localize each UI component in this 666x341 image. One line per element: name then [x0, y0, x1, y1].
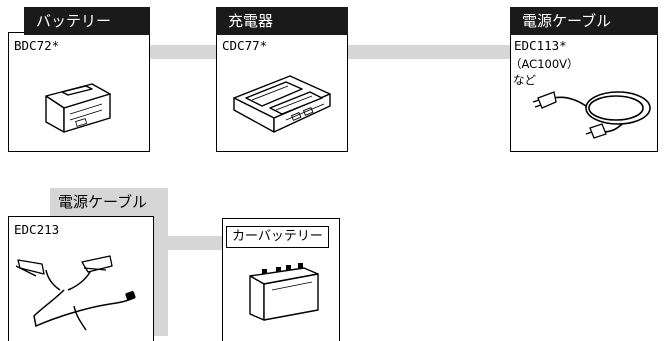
car-battery-image [249, 263, 319, 321]
power-cable-header: 電源ケーブル [510, 7, 658, 35]
charger-header-label: 充電器 [228, 12, 274, 30]
power-cable-model: EDC113* [514, 38, 567, 53]
car-cable-header-label: 電源ケーブル [58, 193, 148, 211]
battery-model: BDC72* [14, 38, 60, 53]
car-cable-model: EDC213 [14, 222, 60, 237]
power-cable-note-etc: など [513, 73, 536, 87]
power-cable-image [532, 91, 651, 139]
car-cable-header-extension [152, 188, 168, 336]
car-cable-header: 電源ケーブル [50, 188, 168, 216]
battery-header: バッテリー [24, 7, 150, 35]
power-cable-header-label: 電源ケーブル [522, 12, 612, 30]
charger-header: 充電器 [216, 7, 348, 35]
power-cable-note-voltage: （AC100V） [510, 57, 579, 71]
connector-cable-carbattery [152, 236, 222, 250]
charger-model: CDC77* [222, 38, 268, 53]
battery-header-label: バッテリー [36, 12, 112, 30]
battery-image [45, 83, 111, 133]
charger-image [233, 75, 331, 133]
connector-battery-charger [150, 45, 216, 59]
car-cable-image [15, 255, 136, 331]
car-cable-card [8, 216, 154, 341]
connector-charger-cable [346, 45, 510, 59]
car-battery-label: カーバッテリー [226, 226, 329, 248]
